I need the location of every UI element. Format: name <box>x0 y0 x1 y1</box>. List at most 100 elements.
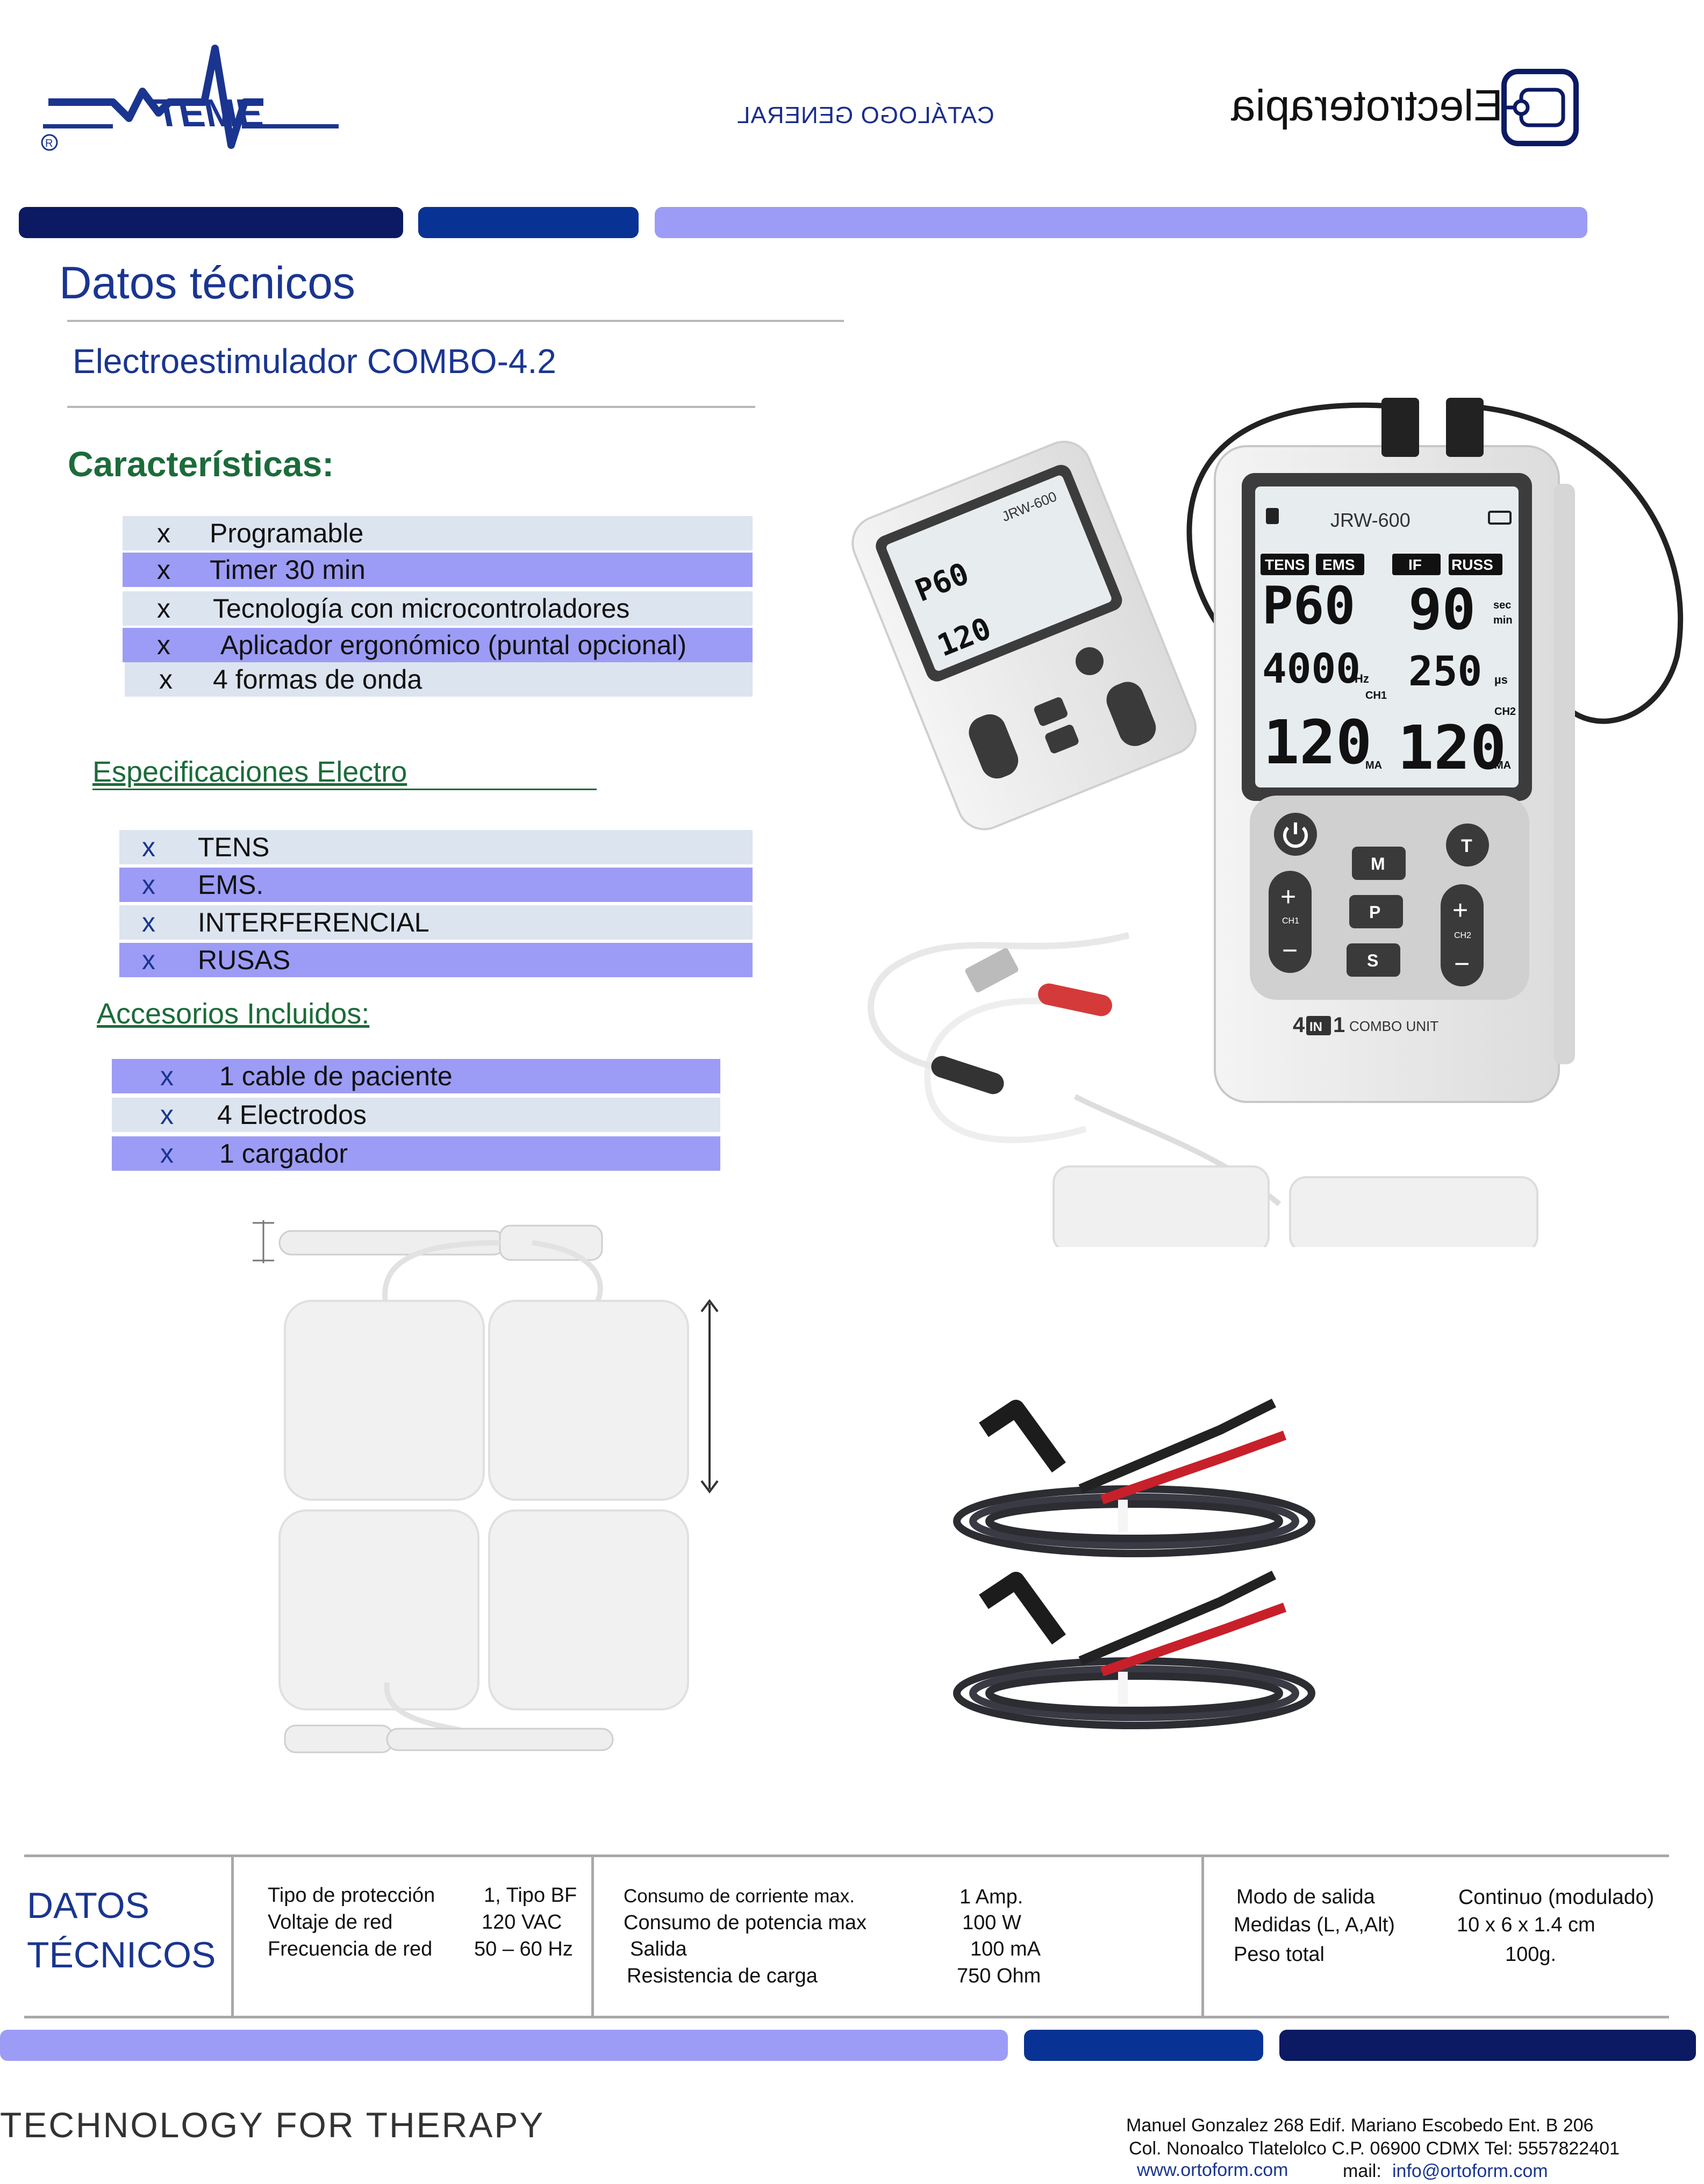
lcd-min-label: min <box>1493 614 1513 626</box>
email-link[interactable]: info@ortoform.com <box>1392 2161 1548 2181</box>
t-button <box>1446 824 1489 867</box>
header-bar-blue <box>418 207 639 238</box>
tech-heading: DATOS TÉCNICOS <box>27 1885 216 1975</box>
spec-label: Medidas (L, A,Alt) <box>1234 1914 1395 1936</box>
mail-label: mail: <box>1343 2161 1381 2181</box>
address-line-2: Col. Nonoalco Tlatelolco C.P. 06900 CDMX… <box>1129 2138 1620 2159</box>
ch1-plus: + <box>1280 882 1296 912</box>
list-marker: x <box>142 945 155 975</box>
spec-label: Salida <box>630 1938 687 1960</box>
power-icon <box>1283 822 1308 848</box>
lcd-pulse-width: 250 <box>1408 647 1482 695</box>
feature-label: Tecnología con microcontroladores <box>213 593 630 624</box>
p-button-label: P <box>1369 903 1380 922</box>
list-item: x Programable <box>123 516 753 550</box>
spec-label: Consumo de potencia max <box>624 1911 867 1934</box>
list-marker: x <box>157 555 170 585</box>
spec-value: 1, Tipo BF <box>484 1884 577 1907</box>
lcd-program: P60 <box>1262 576 1355 636</box>
website-link[interactable]: www.ortoform.com <box>1137 2160 1288 2180</box>
brand-text: COMBO UNIT <box>1349 1018 1438 1034</box>
accessories-heading: Accesorios Incluidos: <box>97 998 370 1030</box>
product-rule <box>67 406 755 408</box>
tech-data-table <box>24 1854 1669 2018</box>
spec-value: 50 – 60 Hz <box>474 1938 573 1960</box>
footer-bar-lavender <box>0 2030 1008 2061</box>
product-name: Electroestimulador COMBO-4.2 <box>73 342 556 381</box>
m-button <box>1352 847 1406 880</box>
spec-label: Tipo de protección <box>268 1884 435 1907</box>
electrotherapy-icon <box>1501 69 1579 146</box>
list-item: x TENS <box>119 830 753 864</box>
ch2-label: CH2 <box>1454 931 1471 940</box>
lcd-ch2-label: CH2 <box>1494 706 1516 718</box>
device-illustration: JRW-600 P60 120 JRW-600 TENS EMS IF RUSS… <box>851 398 1684 1247</box>
list-marker: x <box>142 870 155 900</box>
cable-illustration <box>953 1398 1315 1729</box>
list-marker: x <box>142 907 155 937</box>
features-heading: Características: <box>68 444 334 484</box>
specs-heading: Especificaciones Electro <box>92 756 407 788</box>
brand-four: 4 <box>1293 1013 1305 1037</box>
title-rule <box>67 320 844 322</box>
lcd-us-label: µs <box>1494 673 1508 686</box>
emet-pulse-logo-icon: ƎMƎT R <box>41 45 339 151</box>
header-bar-navy <box>19 207 403 238</box>
spec-value: 750 Ohm <box>957 1965 1041 1987</box>
list-marker: x <box>157 593 170 624</box>
spec-label: Modo de salida <box>1236 1886 1375 1908</box>
footer-bar-navy <box>1279 2030 1696 2061</box>
list-marker: x <box>160 1061 174 1091</box>
spec-label: Peso total <box>1234 1943 1324 1966</box>
lcd-ch1-intensity: 120 <box>1263 708 1372 778</box>
spec-label: INTERFERENCIAL <box>198 907 429 937</box>
spec-value: 100g. <box>1505 1943 1557 1966</box>
lcd-ma-label-1: MA <box>1365 760 1382 771</box>
list-marker: x <box>159 664 173 694</box>
lcd-frequency: 4000 <box>1262 645 1361 692</box>
feature-label: 4 formas de onda <box>213 664 423 694</box>
lcd-ma-label-2: MA <box>1494 760 1511 771</box>
brand-in: IN <box>1309 1020 1322 1034</box>
spec-label: Frecuencia de red <box>268 1938 433 1960</box>
spec-label: Resistencia de carga <box>627 1965 818 1987</box>
list-item: x 4 formas de onda <box>125 662 753 697</box>
document-title: Datos técnicos <box>59 257 355 308</box>
list-marker: x <box>157 518 170 548</box>
mode-if: IF <box>1408 556 1422 573</box>
t-button-label: T <box>1461 836 1472 856</box>
feature-label: Aplicador ergonómico (puntal opcional) <box>220 630 687 660</box>
list-marker: x <box>157 630 170 660</box>
list-item: x 1 cable de paciente <box>112 1059 720 1093</box>
spec-value: 120 VAC <box>482 1911 562 1934</box>
list-item: x 4 Electrodos <box>112 1098 720 1132</box>
accessory-label: 1 cable de paciente <box>219 1061 453 1091</box>
spec-value: Continuo (modulado) <box>1458 1886 1655 1909</box>
spec-label: EMS. <box>198 870 264 900</box>
m-button-label: M <box>1371 854 1385 873</box>
electrode-illustration <box>253 1220 719 1753</box>
feature-label: Timer 30 min <box>210 555 366 585</box>
svg-text:R: R <box>45 138 53 149</box>
list-item: x INTERFERENCIAL <box>119 905 753 940</box>
model-label: JRW-600 <box>1330 509 1411 531</box>
ch1-label: CH1 <box>1282 916 1299 926</box>
lcd-hz-label: Hz <box>1355 672 1369 685</box>
list-item: x Timer 30 min <box>123 553 753 587</box>
list-marker: x <box>160 1100 174 1130</box>
list-item: x 1 cargador <box>112 1136 720 1171</box>
spec-value: 1 Amp. <box>960 1886 1023 1908</box>
spec-value: 100 W <box>962 1911 1021 1934</box>
list-marker: x <box>142 832 155 862</box>
list-item: x Tecnología con microcontroladores <box>123 591 753 626</box>
lcd-sec-label: sec <box>1493 599 1511 611</box>
spec-value: 100 mA <box>970 1938 1041 1960</box>
lcd-ch1-label: CH1 <box>1365 690 1387 701</box>
spec-label: Consumo de corriente max. <box>624 1886 855 1907</box>
address-line-1: Manuel Gonzalez 268 Edif. Mariano Escobe… <box>1126 2115 1594 2136</box>
footer-bar-blue <box>1024 2030 1263 2061</box>
mode-ems: EMS <box>1322 556 1355 573</box>
ch1-minus: − <box>1282 935 1298 965</box>
s-button <box>1347 943 1400 977</box>
brand-one: 1 <box>1333 1013 1345 1037</box>
